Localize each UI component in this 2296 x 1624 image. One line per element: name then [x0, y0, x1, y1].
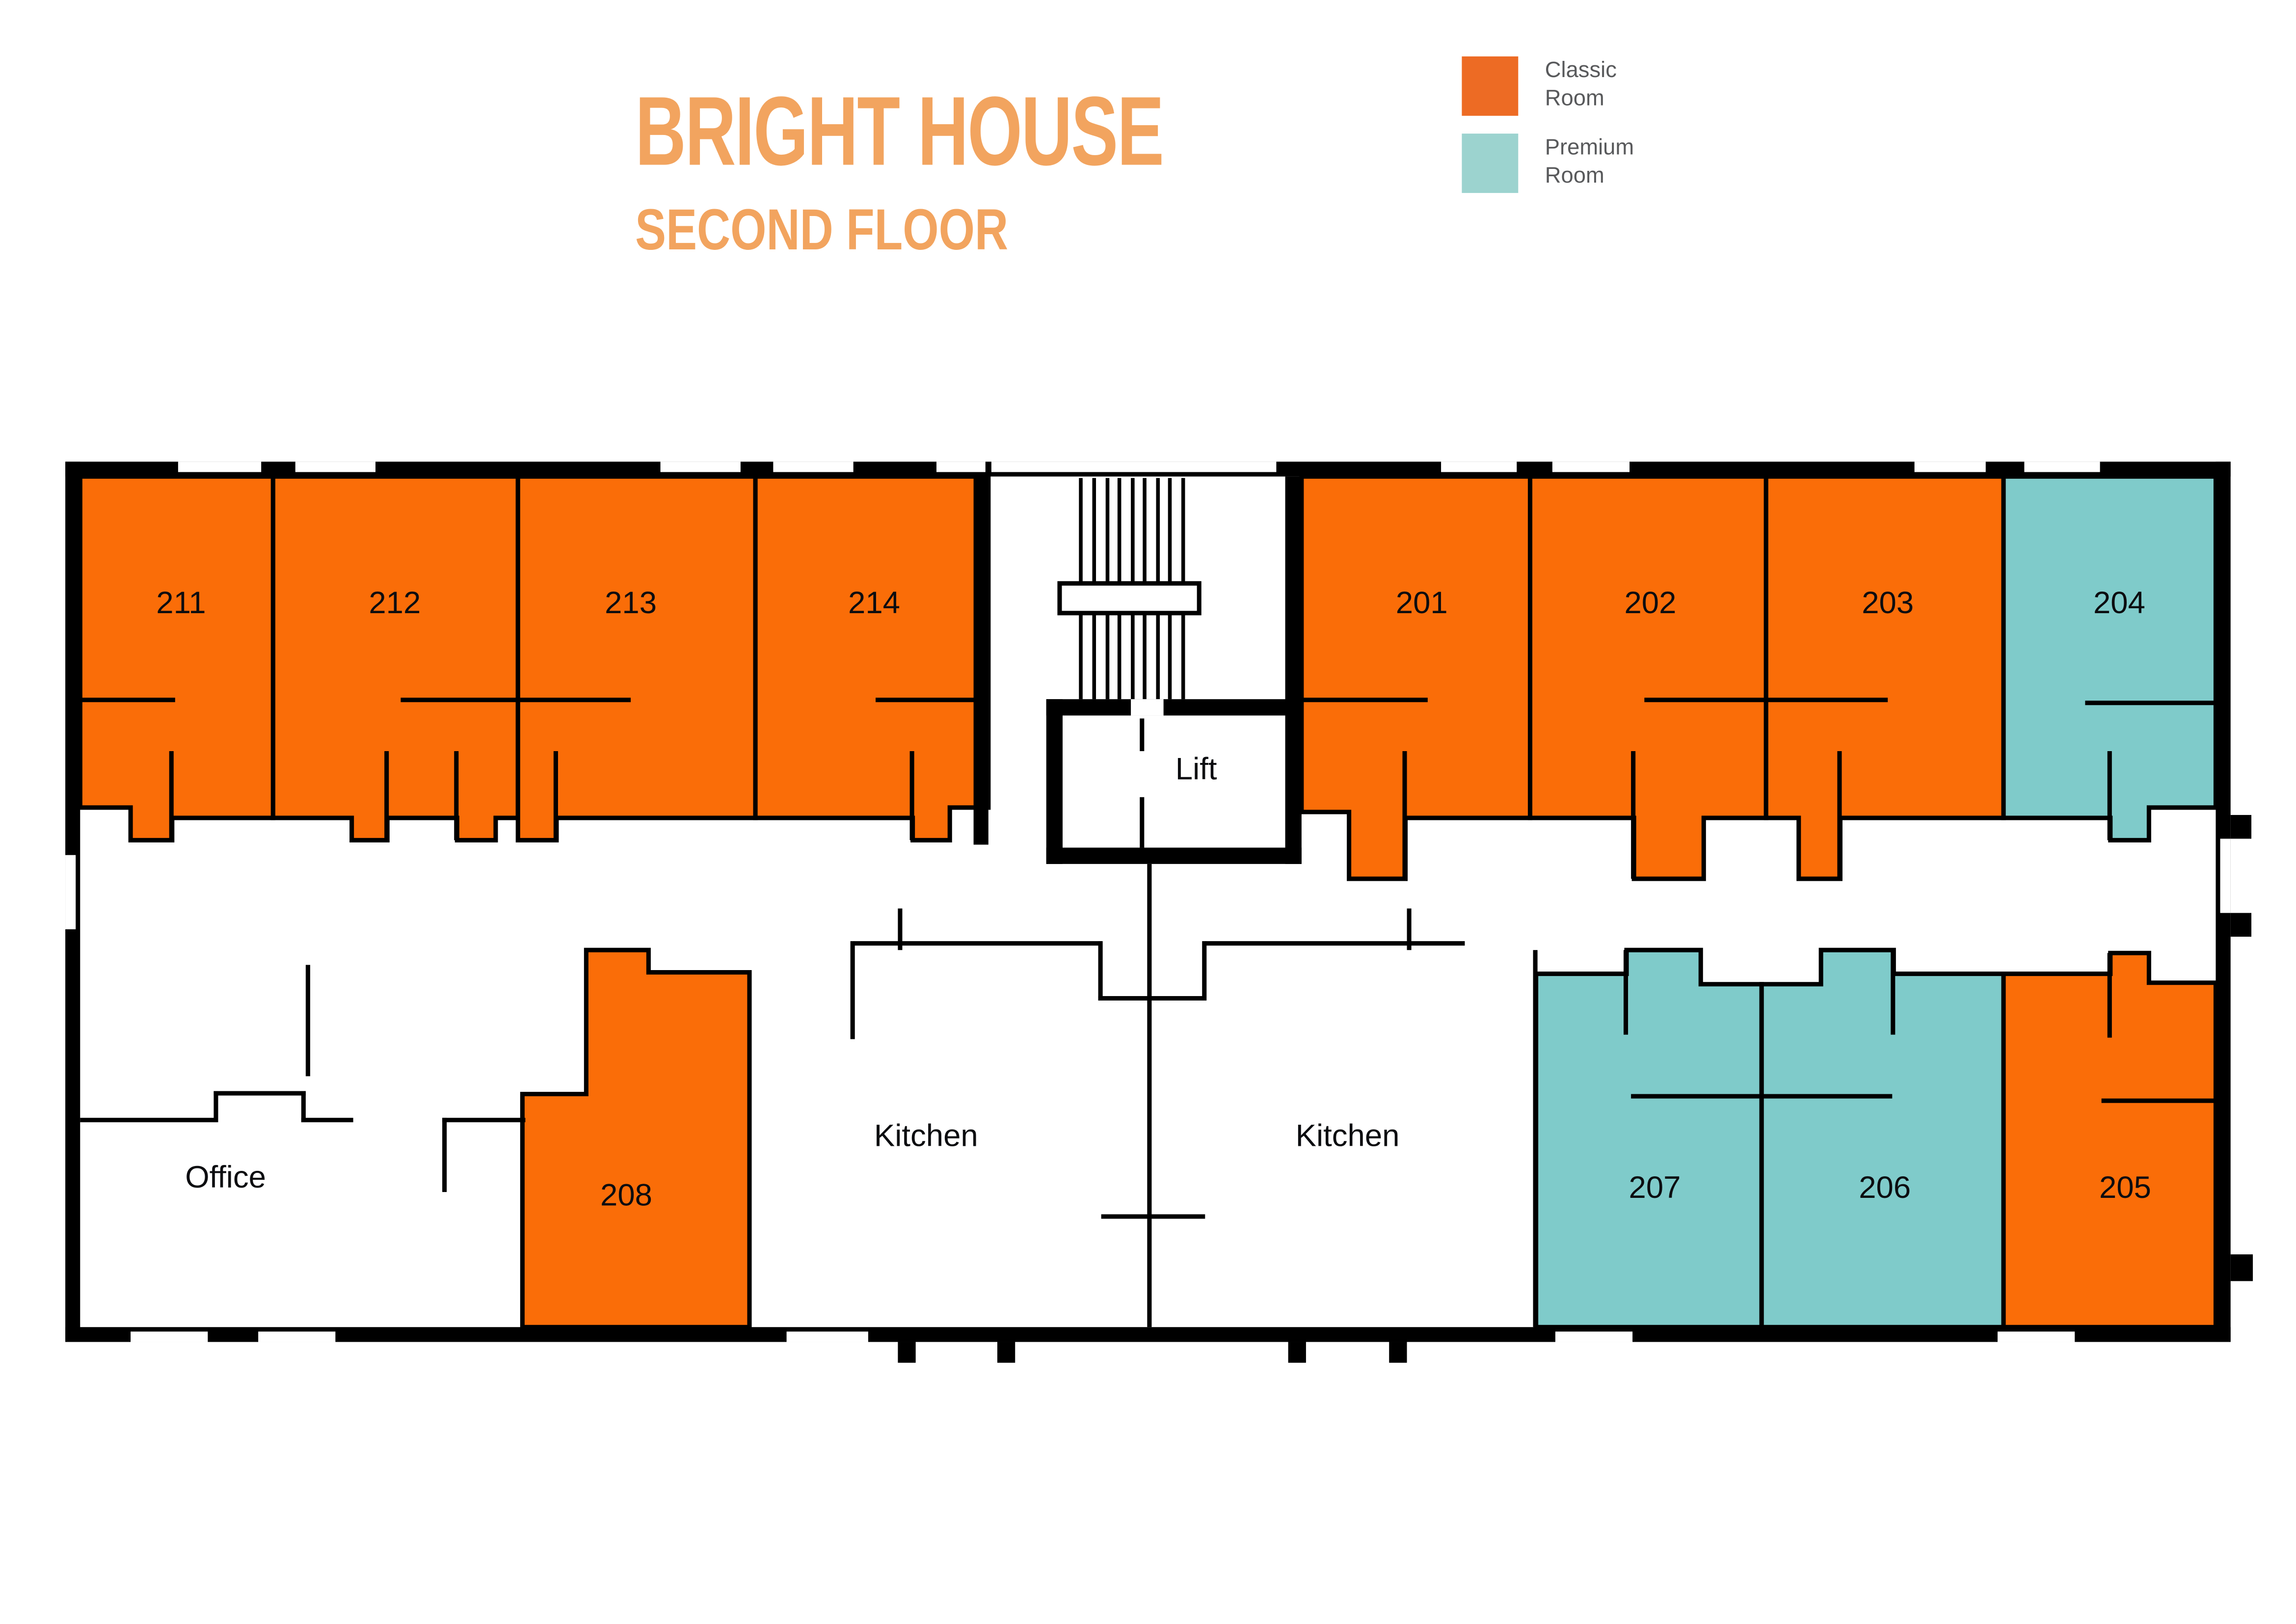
room-212-label: 212 — [369, 586, 421, 621]
stairwell-area — [988, 476, 1285, 863]
room-201-label: 201 — [1395, 586, 1448, 621]
wall-stubs — [898, 815, 2253, 1363]
window-gaps — [65, 461, 2231, 1342]
room-213-label: 213 — [605, 586, 657, 621]
room-203-label: 203 — [1862, 586, 1914, 621]
legend-item-classic-label: Classic Room — [1545, 57, 1617, 111]
room-214-label: 214 — [848, 586, 900, 621]
room-212-area — [270, 474, 520, 842]
lift-label: Lift — [1175, 753, 1217, 787]
premium-room-swatch — [1462, 134, 1519, 193]
room-205-label: 205 — [2099, 1171, 2152, 1206]
page-title: BRIGHT HOUSE — [635, 76, 1164, 186]
legend-item-premium: Premium Room — [1462, 134, 1649, 193]
classic-room-swatch — [1462, 56, 1519, 116]
lift-area — [1046, 476, 1302, 864]
room-207-area — [1534, 947, 1764, 1329]
room-203-area — [1763, 474, 2006, 881]
room-207-label: 207 — [1629, 1171, 1681, 1206]
office-area — [80, 965, 523, 1327]
room-211-area — [78, 474, 275, 842]
room-211-label: 211 — [156, 586, 206, 621]
room-202-label: 202 — [1624, 586, 1677, 621]
room-202-area — [1527, 474, 1768, 881]
legend-item-classic: Classic Room — [1462, 56, 1649, 116]
room-204-label: 204 — [2093, 586, 2145, 621]
interior-walls-top — [80, 476, 2216, 879]
room-206-label: 206 — [1859, 1171, 1911, 1206]
stairs — [1057, 478, 1201, 700]
interior-walls-bottom — [80, 864, 2216, 1327]
legend-item-premium-label: Premium Room — [1545, 135, 1634, 189]
kitchen-east-area — [1150, 941, 1536, 1327]
room-208-area — [520, 947, 752, 1329]
room-208-label: 208 — [600, 1178, 653, 1213]
office-label: Office — [185, 1161, 266, 1195]
room-206-area — [1759, 947, 2006, 1329]
kitchen-west-label: Kitchen — [874, 1119, 978, 1154]
room-214-area — [753, 474, 991, 842]
kitchen-west-area — [749, 941, 1150, 1327]
kitchen-east-label: Kitchen — [1295, 1119, 1400, 1154]
page-subtitle: SECOND FLOOR — [635, 199, 1009, 263]
stairs-landing — [1057, 581, 1201, 616]
